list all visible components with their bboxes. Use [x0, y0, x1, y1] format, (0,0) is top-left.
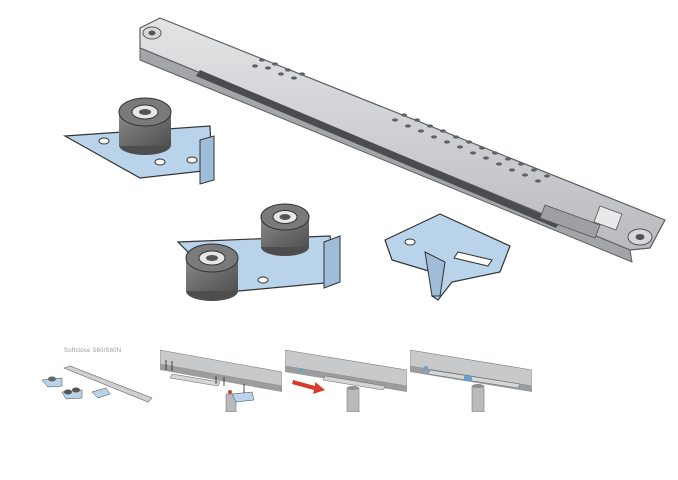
thumbnail-parts-overview: Softclose S60/S60N [34, 346, 156, 412]
softclose-damper-bar [139, 17, 666, 263]
double-roller-bracket [176, 203, 341, 301]
thumbnail-install-step-3 [410, 346, 532, 412]
red-arrow-icon [292, 380, 325, 394]
thumbnail-install-step-1 [160, 346, 282, 412]
activator-plate [384, 213, 511, 301]
single-roller-bracket [62, 97, 215, 185]
thumbnail-caption: Softclose S60/S60N [64, 348, 122, 354]
softclose-parts-illustration [62, 17, 666, 301]
parts-overview-illustration [41, 365, 153, 403]
thumbnail-install-step-2 [285, 346, 407, 412]
install-step-3-illustration [410, 349, 532, 412]
install-step-1-illustration [160, 349, 282, 412]
install-step-2-illustration [285, 349, 407, 412]
